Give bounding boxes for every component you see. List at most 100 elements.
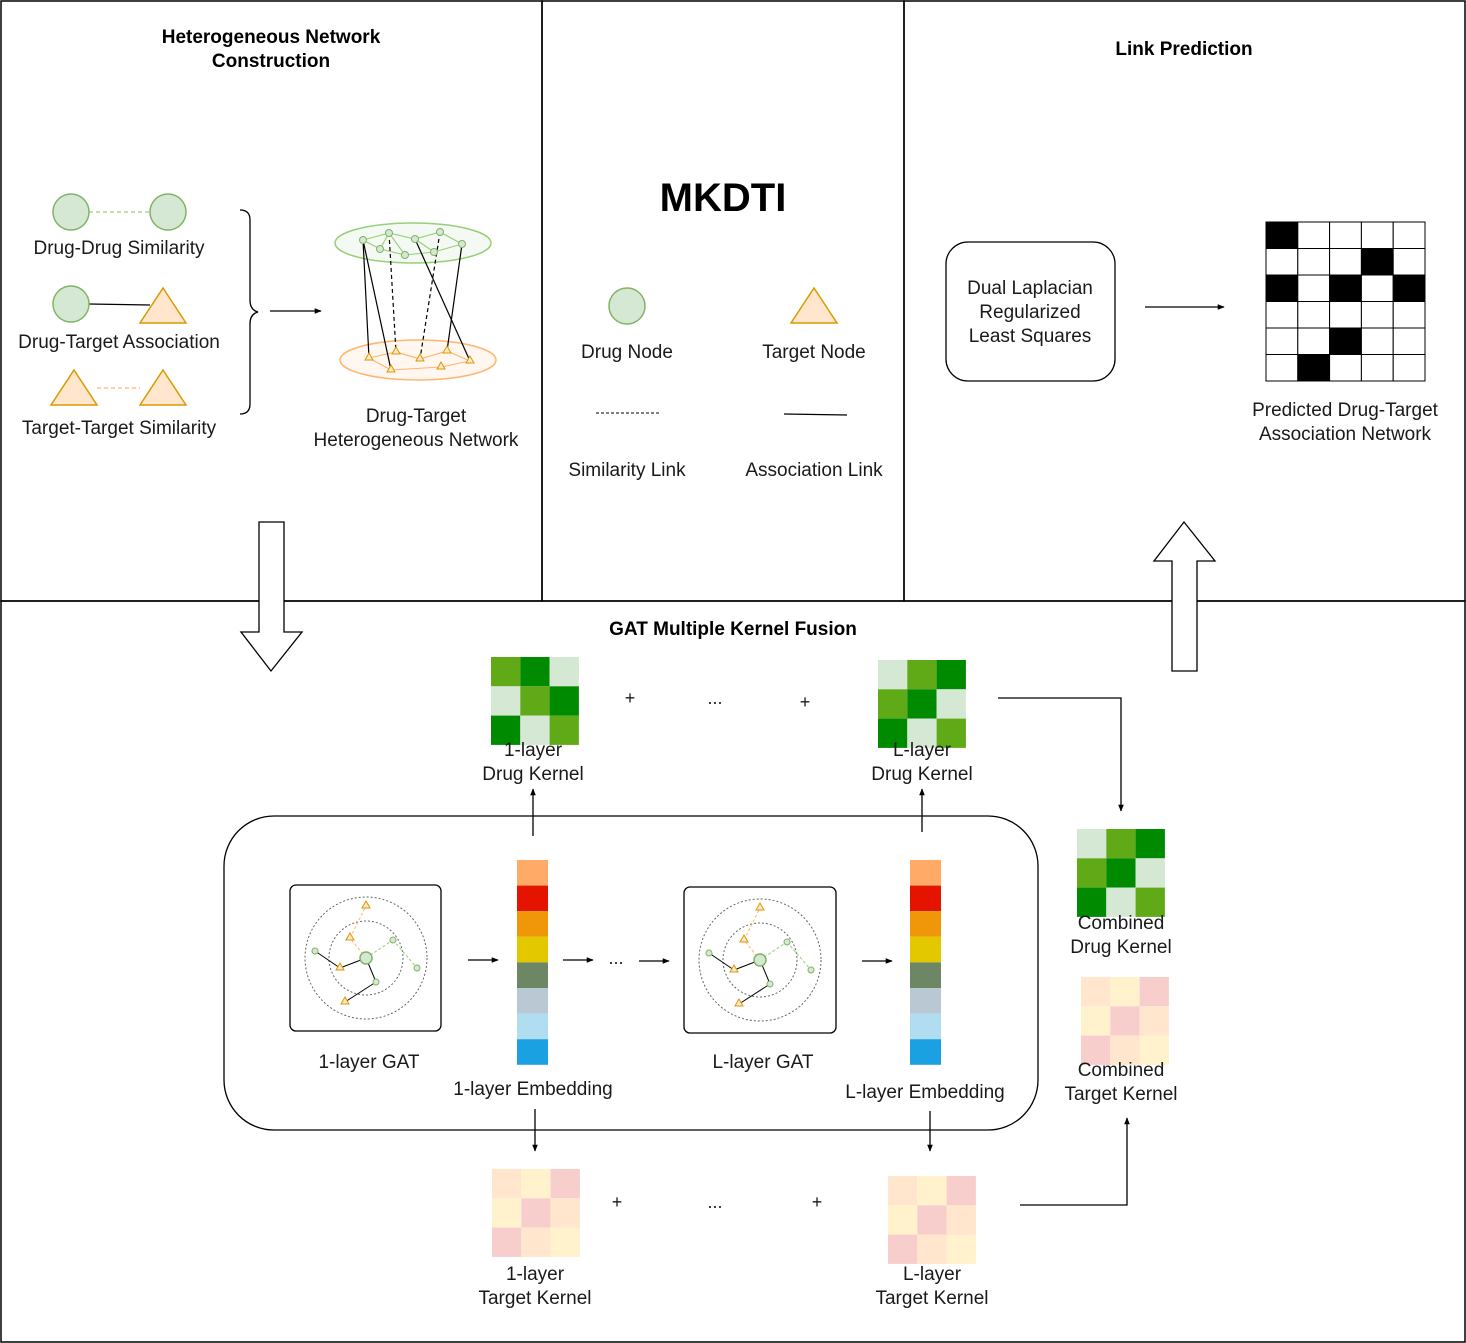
kernel-cell [1139, 1006, 1169, 1036]
drug-kernel-combined [1077, 829, 1165, 917]
embedding-cell [910, 1013, 941, 1040]
drug-kernel-l-layer [878, 660, 966, 748]
matrix-cell [1297, 274, 1331, 302]
matrix-cell [1297, 354, 1331, 382]
heterogeneous-network-label-line1: Drug-Target [366, 406, 467, 427]
kernel-cell [907, 689, 937, 719]
kernel-cell [1077, 887, 1107, 917]
matrix-cell [1297, 248, 1331, 276]
target-kernel-l-label-line1: L-layer [903, 1264, 962, 1285]
kernel-cell [1110, 1035, 1140, 1065]
legend-target-node-icon [789, 286, 839, 324]
kernel-cell [878, 689, 908, 719]
kernel-cell [550, 1198, 580, 1228]
kernel-cell [888, 1205, 918, 1235]
kernel-cell [521, 1169, 551, 1199]
matrix-cell [1329, 327, 1362, 355]
matrix-cell [1392, 354, 1426, 382]
kernel-cell [1077, 858, 1107, 888]
drug-node [52, 193, 90, 231]
legend-target-node-label: Target Node [762, 342, 866, 363]
kernel-cell [491, 715, 521, 745]
kernel-cell [917, 1205, 947, 1235]
kernel-cell [1135, 858, 1165, 888]
matrix-cell [1265, 221, 1299, 249]
kernel-cell [1081, 1006, 1111, 1036]
target-plus-1: + [612, 1192, 623, 1212]
matrix-cell [1392, 274, 1426, 302]
matrix-cell [1360, 354, 1394, 382]
embedding-l-label: L-layer Embedding [845, 1082, 1004, 1103]
kernel-cell [492, 1198, 522, 1228]
embedding-cell [517, 885, 548, 912]
up-flow-arrow [1152, 520, 1217, 672]
drug-node [149, 193, 187, 231]
kernel-cell [907, 718, 937, 748]
kernel-cell [946, 1176, 976, 1206]
drug-layer-ring [334, 222, 492, 264]
matrix-cell [1265, 301, 1299, 329]
panel-fusion [0, 600, 1466, 1343]
predicted-network-label-line1: Predicted Drug-Target [1252, 400, 1439, 421]
method-label-line3: Least Squares [969, 326, 1092, 347]
target-ellipsis: ... [707, 1192, 722, 1212]
kernel-cell [549, 657, 579, 687]
target-kernel-1-label-line2: Target Kernel [478, 1288, 591, 1309]
kernel-cell [520, 715, 550, 745]
target-target-similarity-icon [49, 368, 188, 406]
heterogeneous-network-label-line2: Heterogeneous Network [314, 430, 519, 451]
kernel-cell [550, 1227, 580, 1257]
gat-1-layer-box [289, 884, 442, 1032]
matrix-cell [1297, 301, 1331, 329]
gat-l-label: L-layer GAT [712, 1052, 813, 1073]
target-kernel-l-label-line2: Target Kernel [875, 1288, 988, 1309]
matrix-cell [1265, 248, 1299, 276]
predicted-association-matrix [1265, 221, 1426, 382]
kernel-cell [492, 1169, 522, 1199]
matrix-cell [1297, 327, 1331, 355]
embedding-cell [910, 860, 941, 886]
kernel-cell [917, 1176, 947, 1206]
kernel-cell [1139, 977, 1169, 1007]
matrix-cell [1329, 301, 1362, 329]
target-kernel-1-label-line1: 1-layer [506, 1264, 565, 1285]
drug-node [52, 285, 90, 323]
drug-plus-2: + [800, 692, 811, 712]
kernel-cell [1081, 977, 1111, 1007]
matrix-cell [1329, 248, 1362, 276]
embedding-cell [517, 1013, 548, 1040]
drug-target-association-label: Drug-Target Association [18, 332, 220, 353]
drug-kernel-1-layer [491, 657, 579, 745]
kernel-cell [549, 715, 579, 745]
legend-association-link-label: Association Link [745, 460, 883, 481]
target-node [49, 368, 99, 406]
kernel-cell [1139, 1035, 1169, 1065]
matrix-cell [1360, 327, 1394, 355]
matrix-cell [1392, 301, 1426, 329]
legend-drug-node-icon [608, 287, 646, 325]
combined-drug-kernel-label-line2: Drug Kernel [1070, 937, 1171, 958]
kernel-cell [1110, 977, 1140, 1007]
kernel-cell [550, 1169, 580, 1199]
legend-drug-node-label: Drug Node [581, 342, 673, 363]
drug-drug-similarity-label: Drug-Drug Similarity [33, 238, 205, 259]
target-kernel-combined [1081, 977, 1169, 1065]
target-kernel-to-combined-connector [1020, 1117, 1130, 1206]
down-flow-arrow [239, 521, 304, 673]
kernel-cell [491, 686, 521, 716]
embedding-cell [910, 1039, 941, 1065]
drug-kernel-l-label-line1: L-layer [893, 740, 952, 761]
combined-drug-kernel-label-line1: Combined [1078, 913, 1165, 934]
construction-title-line2: Construction [212, 51, 330, 72]
embedding-1-layer-bar [517, 860, 548, 1065]
kernel-cell [1077, 829, 1107, 859]
kernel-cell [1081, 1035, 1111, 1065]
embedding-l-layer-bar [910, 860, 941, 1065]
kernel-cell [878, 660, 908, 690]
embedding-1-label: 1-layer Embedding [453, 1079, 612, 1100]
kernel-cell [521, 1198, 551, 1228]
target-target-similarity-label: Target-Target Similarity [22, 418, 217, 439]
kernel-cell [888, 1234, 918, 1264]
kernel-cell [936, 689, 966, 719]
